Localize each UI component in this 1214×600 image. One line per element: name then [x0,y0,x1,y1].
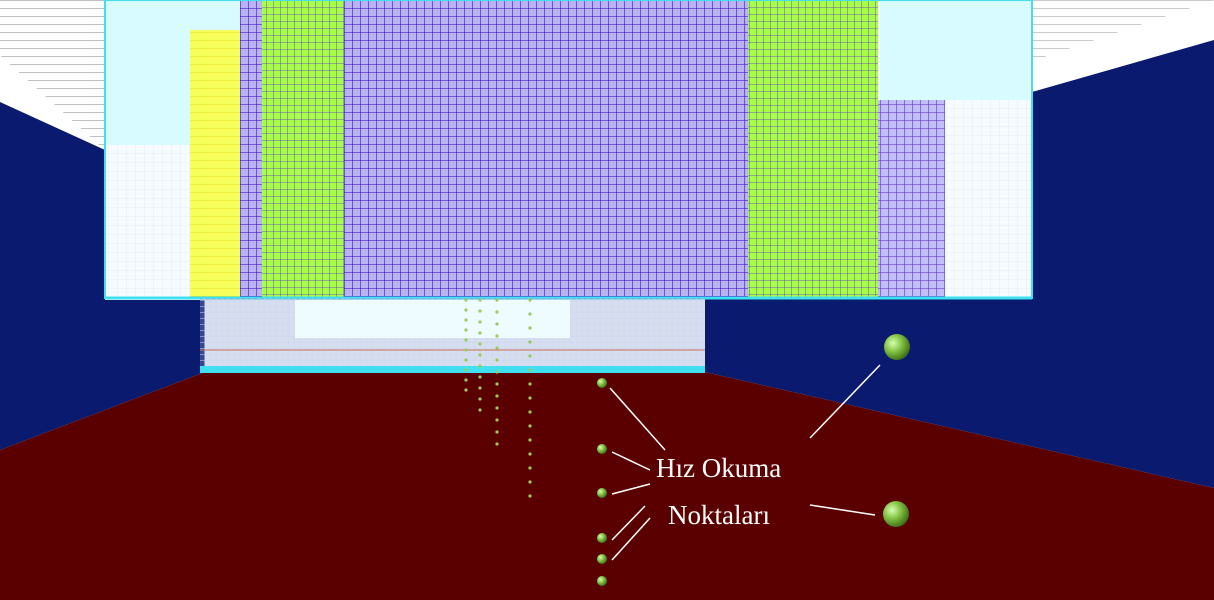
small-probe-dot [528,480,532,484]
small-probe-dot [495,334,499,338]
small-probe-dot [478,397,482,401]
small-probe-dot [495,382,499,386]
small-probe-dot [528,438,532,442]
small-probe-dot [528,326,532,330]
small-probe-dot [495,310,499,314]
velocity-probe-sphere-icon [597,533,607,543]
lower-block-base [200,366,705,373]
velocity-probe-sphere-icon [884,334,910,360]
small-probe-dot [478,331,482,335]
ceiling-mesh-left [0,0,105,150]
upper-mesh-right-grid [945,100,1032,298]
small-probe-dot [495,298,499,302]
small-probe-dot [464,298,468,302]
leader-line-4 [611,505,646,541]
small-probe-dot [464,308,468,312]
annotation-label-line-1: Hız Okuma [656,453,782,483]
small-probe-dot [528,312,532,316]
leader-line-7 [809,504,876,516]
small-probe-points [464,298,532,498]
upper-mesh-left-grid [105,140,195,298]
leader-line-2 [611,451,651,471]
small-probe-dot [495,394,499,398]
small-probe-dot [495,346,499,350]
lower-mesh-light-opening [295,300,570,338]
small-probe-dot [464,348,468,352]
small-probe-dot [495,406,499,410]
small-probe-dot [495,358,499,362]
small-probe-dot [478,320,482,324]
annotation-leader-lines [609,364,881,561]
small-probe-dot [495,430,499,434]
velocity-probe-sphere-icon [597,444,607,454]
floor [0,372,1214,600]
small-probe-dot [478,298,482,302]
velocity-probe-sphere-icon [883,501,909,527]
right-wall [705,40,1214,488]
annotation-label-line-2: Noktaları [668,500,770,530]
mesh-region-blue-right-strip [878,100,945,298]
small-probe-dot [495,442,499,446]
small-probe-dot [478,408,482,412]
small-probe-dot [528,466,532,470]
small-probe-dot [528,494,532,498]
mesh-region-green-left [262,0,344,298]
velocity-probe-sphere-icon [597,554,607,564]
small-probe-dot [478,353,482,357]
small-probe-dot [528,340,532,344]
small-probe-dot [478,386,482,390]
small-probe-dot [528,410,532,414]
small-probe-dot [478,342,482,346]
velocity-probe-sphere-icon [597,378,607,388]
small-probe-dot [528,382,532,386]
small-probe-dot [528,298,532,302]
mesh-region-blue [344,0,748,298]
small-probe-dot [478,364,482,368]
small-probe-dot [495,370,499,374]
mesh-region-blue-left-strip [240,0,262,298]
small-probe-dot [464,368,468,372]
small-probe-dot [528,368,532,372]
mesh-region-green-right [748,0,878,298]
small-probe-dot [478,309,482,313]
small-probe-dot [478,375,482,379]
upper-mesh-light-panel-right [880,0,1030,100]
small-probe-dot [528,354,532,358]
velocity-probe-sphere-icon [597,488,607,498]
mesh-region-yellow [190,30,240,298]
small-probe-dot [464,328,468,332]
small-probe-dot [464,318,468,322]
small-probe-dot [528,396,532,400]
left-wall [0,102,205,450]
small-probe-dot [464,388,468,392]
leader-line-1 [609,387,666,451]
small-probe-dot [495,322,499,326]
small-probe-dot [464,338,468,342]
leader-line-3 [611,483,651,495]
small-probe-dot [528,424,532,428]
small-probe-dot [495,418,499,422]
velocity-probe-sphere-icon [597,576,607,586]
leader-line-6 [809,364,881,439]
leader-line-5 [611,517,651,561]
small-probe-dot [464,378,468,382]
small-probe-dot [528,452,532,456]
small-probe-dot [464,358,468,362]
